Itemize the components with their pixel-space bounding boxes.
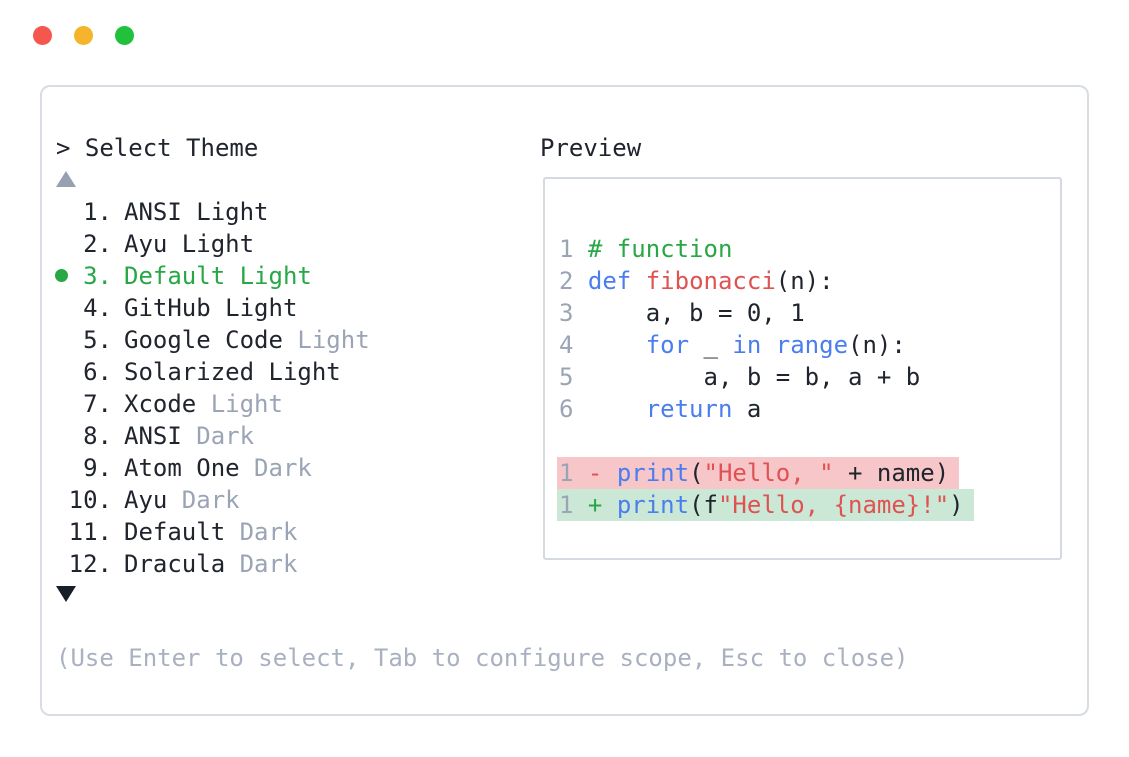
code-line: 6 return a [559,395,762,423]
close-button[interactable] [33,26,52,45]
theme-option-label: Ayu Dark [124,486,240,514]
theme-option-number: 5. [83,326,112,354]
theme-option-number: 2. [83,230,112,258]
code-line [559,425,974,457]
scroll-up-icon[interactable] [56,171,76,187]
zoom-button[interactable] [115,26,134,45]
theme-option-label: ANSI Light [124,198,269,226]
theme-option[interactable]: 9. Atom One Dark [56,452,370,484]
theme-option-number: 3. [83,262,112,290]
theme-option[interactable]: 8. ANSI Dark [56,420,370,452]
minimize-button[interactable] [74,26,93,45]
theme-option[interactable]: 11. Default Dark [56,516,370,548]
code-line: 3 a, b = 0, 1 [559,299,805,327]
theme-option[interactable]: 1. ANSI Light [56,196,370,228]
theme-option-label: Atom One Dark [124,454,312,482]
theme-option-number: 4. [83,294,112,322]
theme-option[interactable]: 12. Dracula Dark [56,548,370,580]
theme-option-number: 12. [68,550,112,578]
code-line: 1 # function [559,235,733,263]
theme-option[interactable]: 6. Solarized Light [56,356,370,388]
theme-option-number: 7. [83,390,112,418]
theme-option[interactable]: 5. Google Code Light [56,324,370,356]
diff-line: 1 + print(f"Hello, {name}!") [557,489,974,521]
preview-pane: 1 # function 2 def fibonacci(n): 3 a, b = … [543,177,1062,560]
preview-title: Preview [540,134,642,162]
theme-option-label: GitHub Light [124,294,298,322]
theme-option-number: 6. [83,358,112,386]
theme-option-number: 1. [83,198,112,226]
theme-option[interactable]: 7. Xcode Light [56,388,370,420]
theme-option-label: Default Dark [124,518,298,546]
theme-option-label: Google Code Light [124,326,370,354]
theme-option[interactable]: 2. Ayu Light [56,228,370,260]
keyboard-hint: (Use Enter to select, Tab to configure s… [56,644,909,672]
scroll-down-icon[interactable] [56,586,76,602]
theme-option-number: 10. [68,486,112,514]
theme-option-label: Ayu Light [124,230,255,258]
theme-option[interactable]: 10. Ayu Dark [56,484,370,516]
theme-option-label: Dracula Dark [124,550,298,578]
theme-option[interactable]: 3. Default Light [55,260,370,292]
selected-dot-icon [55,269,68,282]
code-line: 4 for _ in range(n): [559,331,906,359]
theme-option-label: Xcode Light [124,390,283,418]
theme-option[interactable]: 4. GitHub Light [56,292,370,324]
diff-line: 1 - print("Hello, " + name) [557,457,974,489]
theme-option-label: ANSI Dark [124,422,255,450]
code-area: 1 # function 2 def fibonacci(n): 3 a, b = … [557,233,974,521]
theme-option-label: Solarized Light [124,358,341,386]
select-theme-prompt: > Select Theme [56,134,259,162]
theme-option-number: 8. [83,422,112,450]
code-line: 2 def fibonacci(n): [559,267,834,295]
theme-option-number: 11. [68,518,112,546]
theme-option-number: 9. [83,454,112,482]
code-line: 5 a, b = b, a + b [559,363,921,391]
theme-option-label: Default Light [124,262,312,290]
traffic-lights [33,26,134,45]
